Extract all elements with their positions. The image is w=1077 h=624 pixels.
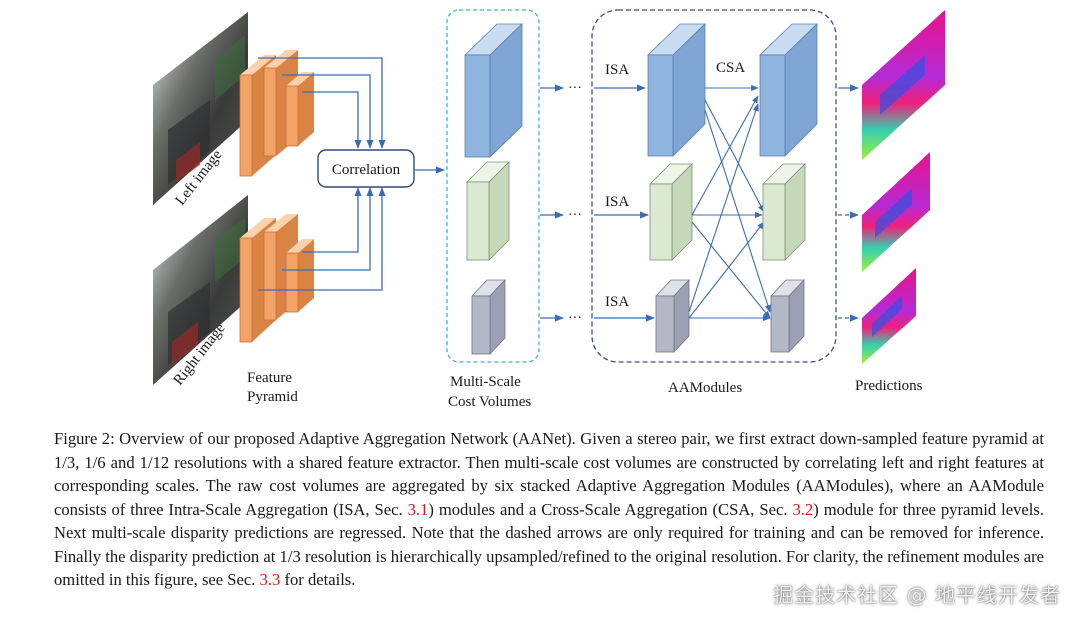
ellipsis-middle: ···: [568, 208, 582, 223]
disparity-map-small: [862, 268, 916, 364]
figure-caption: Figure 2: Overview of our proposed Adapt…: [54, 427, 1044, 592]
cost-volume-large: [464, 23, 523, 158]
isa-arrows: [594, 84, 655, 322]
aam-volume-medium-in: [649, 163, 693, 261]
caption-tail: for details.: [284, 570, 356, 589]
cost-volume-medium: [466, 161, 510, 261]
isa-label-top: ISA: [605, 62, 629, 78]
caption-lead: Figure 2: Overview of our proposed Adapt…: [54, 429, 1044, 519]
csa-label: CSA: [716, 60, 745, 76]
pyramid-to-correlation-arrows: [258, 57, 386, 291]
aam-volume-small-out: [770, 278, 805, 354]
feature-pyramid-left: [239, 50, 314, 177]
watermark: 掘金技术社区 @ 地平线开发者: [773, 583, 1061, 607]
prediction-arrows: [838, 84, 859, 322]
ellipsis-bottom: ···: [568, 311, 582, 326]
correlation-box: [317, 149, 415, 188]
aamodules-box: [591, 9, 837, 363]
cost-to-aam-arrows: [540, 84, 564, 322]
feature-pyramid-label-line1: Feature: [247, 370, 292, 386]
figure-diagram: Left image Right image Feature Pyramid: [153, 9, 945, 410]
csa-arrows: [688, 84, 771, 322]
cost-volumes-label-line1: Multi-Scale: [450, 374, 521, 390]
aam-volume-large-out: [759, 23, 818, 157]
right-image-photo: [153, 195, 248, 385]
disparity-map-medium: [862, 152, 930, 272]
aam-volume-large-in: [647, 23, 706, 157]
cost-volume-small: [471, 278, 506, 356]
aam-volume-small-in: [655, 278, 690, 354]
isa-label-bottom: ISA: [605, 294, 629, 310]
aamodules-label: AAModules: [668, 380, 742, 396]
caption-mid-2: ) module for three pyramid levels. Next …: [54, 499, 1044, 590]
disparity-map-large: [862, 10, 945, 160]
aam-volume-medium-out: [762, 163, 806, 261]
caption-ref-3-1[interactable]: 3.1: [407, 499, 429, 519]
cost-volumes-label-line2: Cost Volumes: [448, 394, 531, 410]
ellipsis-top: ···: [568, 81, 582, 96]
feature-pyramid-label-line2: Pyramid: [247, 389, 298, 405]
correlation-label: Correlation: [332, 162, 401, 178]
isa-label-middle: ISA: [605, 194, 629, 210]
left-image-photo: [153, 12, 248, 205]
predictions-label: Predictions: [855, 378, 923, 394]
caption-ref-3-2[interactable]: 3.2: [792, 499, 814, 519]
caption-ref-3-3[interactable]: 3.3: [259, 570, 281, 589]
caption-mid-1: ) modules and a Cross-Scale Aggregation …: [428, 499, 788, 519]
feature-pyramid-right: [239, 214, 314, 343]
